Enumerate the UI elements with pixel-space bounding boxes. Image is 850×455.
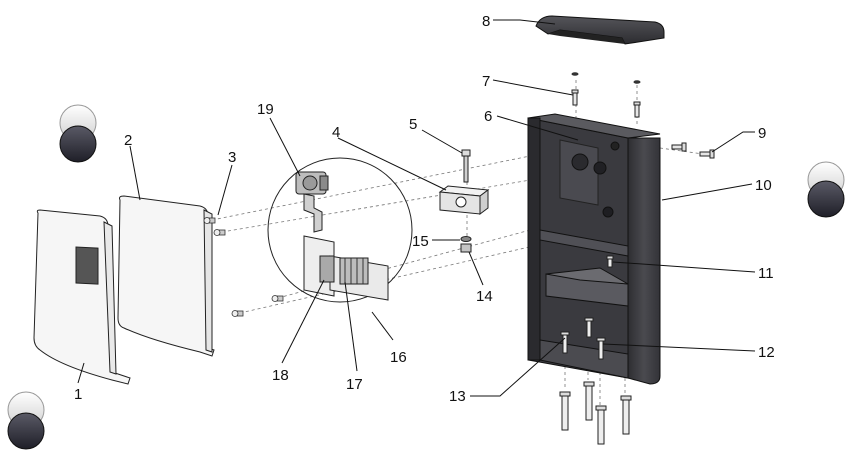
status-circle-icon: [59, 104, 97, 163]
callout-5: 5: [409, 116, 417, 133]
inner-cover: [117, 195, 215, 357]
wall-anchors: [559, 381, 632, 445]
main-housing: [527, 113, 661, 385]
electronics-detail: [267, 157, 413, 303]
bottom-screws: [560, 317, 606, 360]
callout-6: 6: [484, 108, 492, 125]
status-circle-icon: [7, 391, 45, 450]
leader-lines: [77, 19, 756, 397]
callout-10: 10: [755, 177, 772, 194]
top-cap: [535, 15, 665, 45]
bolt: [461, 149, 471, 183]
callout-9: 9: [758, 125, 766, 142]
callout-13: 13: [449, 388, 466, 405]
callout-8: 8: [482, 13, 490, 30]
callout-14: 14: [476, 288, 493, 305]
callout-17: 17: [346, 376, 363, 393]
actuator-module: [295, 171, 329, 233]
callout-7: 7: [482, 73, 490, 90]
callout-12: 12: [758, 344, 775, 361]
status-circle-icon: [807, 161, 845, 218]
top-screws: [571, 72, 641, 118]
callout-15: 15: [412, 233, 429, 250]
callout-19: 19: [257, 101, 274, 118]
connector: [319, 255, 335, 283]
washer: [460, 236, 472, 242]
small-screw: [606, 255, 614, 268]
callout-16: 16: [390, 349, 407, 366]
callout-1: 1: [74, 386, 82, 403]
display-window: [75, 246, 99, 285]
callout-4: 4: [332, 124, 340, 141]
callout-2: 2: [124, 132, 132, 149]
mounting-block: [438, 185, 490, 215]
callout-18: 18: [272, 367, 289, 384]
nut: [460, 243, 472, 253]
callout-11: 11: [758, 265, 774, 282]
front-cover: [33, 209, 131, 385]
terminal-block: [339, 257, 369, 285]
callout-labels: 1 2 3 4 5 6 7 8 9 10 11 12 13 14 15 16 1…: [74, 13, 775, 405]
callout-3: 3: [228, 149, 236, 166]
cover-screws: [203, 217, 284, 317]
side-screws: [671, 142, 715, 159]
